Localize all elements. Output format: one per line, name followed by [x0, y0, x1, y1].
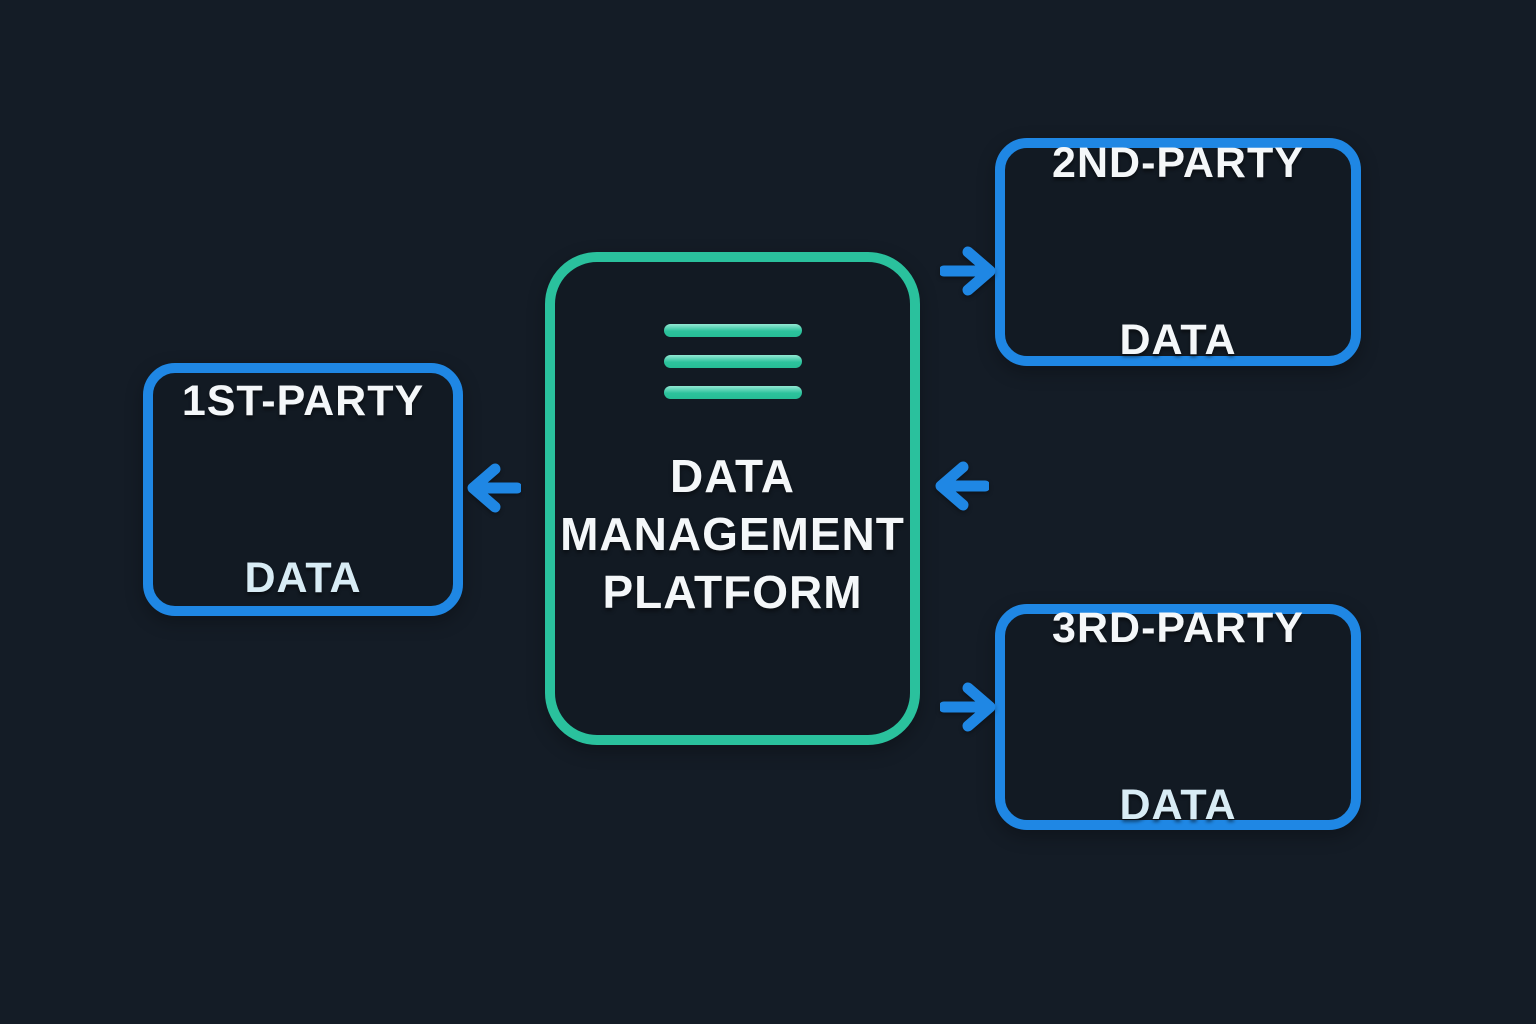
arrow-left-icon: [465, 462, 521, 514]
arrow-left-icon: [933, 461, 989, 511]
arrow-right-icon: [940, 682, 998, 732]
platform-label-line2: MANAGEMENT: [560, 508, 905, 560]
node-3rd-party-label: 3RD-PARTY DATA: [1052, 481, 1304, 953]
arrow-right-icon: [940, 246, 998, 296]
node-3rd-party-data: 3RD-PARTY DATA: [995, 604, 1361, 830]
platform-label-line1: DATA: [670, 450, 795, 502]
node-label-line1: 2ND-PARTY: [1052, 139, 1304, 187]
menu-line: [663, 324, 802, 337]
platform-label: DATA MANAGEMENT PLATFORM: [555, 447, 910, 621]
node-data-management-platform: DATA MANAGEMENT PLATFORM: [545, 252, 920, 745]
node-2nd-party-data: 2ND-PARTY DATA: [995, 138, 1361, 366]
node-label-line1: 3RD-PARTY: [1052, 604, 1304, 652]
node-label-line1: 1ST-PARTY: [181, 376, 425, 425]
node-1st-party-label: 1ST-PARTY DATA: [182, 254, 424, 726]
node-1st-party-data: 1ST-PARTY DATA: [143, 363, 463, 616]
menu-lines-icon: [663, 324, 802, 399]
node-label-line2: DATA: [244, 553, 362, 602]
menu-line: [663, 355, 802, 368]
platform-label-line3: PLATFORM: [602, 566, 863, 618]
node-2nd-party-label: 2ND-PARTY DATA: [1052, 16, 1304, 488]
node-label-line2: DATA: [1119, 316, 1237, 364]
node-label-line2: DATA: [1119, 781, 1237, 829]
menu-line: [663, 386, 802, 399]
